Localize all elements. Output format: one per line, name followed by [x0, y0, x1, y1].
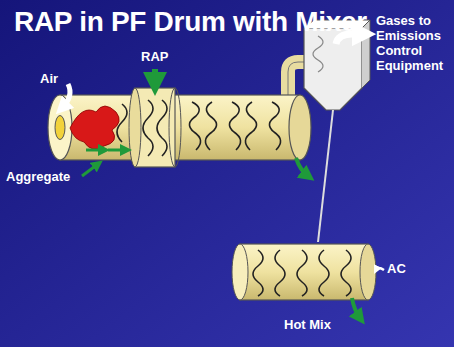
hot-mix-discharge-arrow [352, 298, 360, 318]
mixer-paddle [341, 250, 351, 296]
drum-flight [143, 100, 153, 156]
mixer-end [232, 244, 248, 300]
output-label: Hot Mix [284, 318, 331, 333]
drum-burner-end [48, 95, 72, 160]
drum-flight [245, 102, 256, 150]
drum-discharge-arrow [296, 158, 308, 176]
input-label: RAP [141, 50, 168, 65]
rap-collar-edge [129, 88, 141, 167]
pugmill-mixer [240, 244, 368, 300]
burner-flame [70, 106, 119, 149]
mixer-end [360, 244, 376, 300]
dust-collector [304, 28, 362, 110]
drum-flight [269, 102, 280, 150]
mixer-paddle [275, 250, 285, 296]
air-arrow [62, 84, 70, 108]
output-label: Gases to Emissions Control Equipment [376, 14, 452, 74]
ac-feed-arrow [376, 268, 384, 270]
drum-end [289, 95, 311, 160]
flow-arrow [86, 149, 104, 152]
drum-flight [157, 100, 167, 156]
exhaust-duct-edge [288, 62, 306, 100]
drum-flight [117, 104, 127, 142]
burner-opening [55, 116, 65, 140]
input-label: AC [387, 262, 406, 277]
aggregate-arrow [82, 164, 98, 176]
drum-flight [229, 102, 240, 150]
drum-flight [189, 102, 200, 150]
input-label: Aggregate [6, 170, 70, 185]
diagram-title: RAP in PF Drum with Mixer [14, 6, 367, 38]
drum-flight [205, 102, 216, 150]
fines-return-line [318, 110, 333, 242]
collector-swirl [313, 36, 323, 72]
flow-arrow [108, 149, 126, 152]
mixer-paddle [319, 250, 329, 296]
rap-feed-arrow [152, 69, 158, 84]
mixer-paddle [297, 250, 307, 296]
exhaust-duct [288, 62, 306, 100]
mixer-paddle [253, 250, 263, 296]
rap-collar-edge [169, 88, 181, 167]
input-label: Air [40, 72, 58, 87]
